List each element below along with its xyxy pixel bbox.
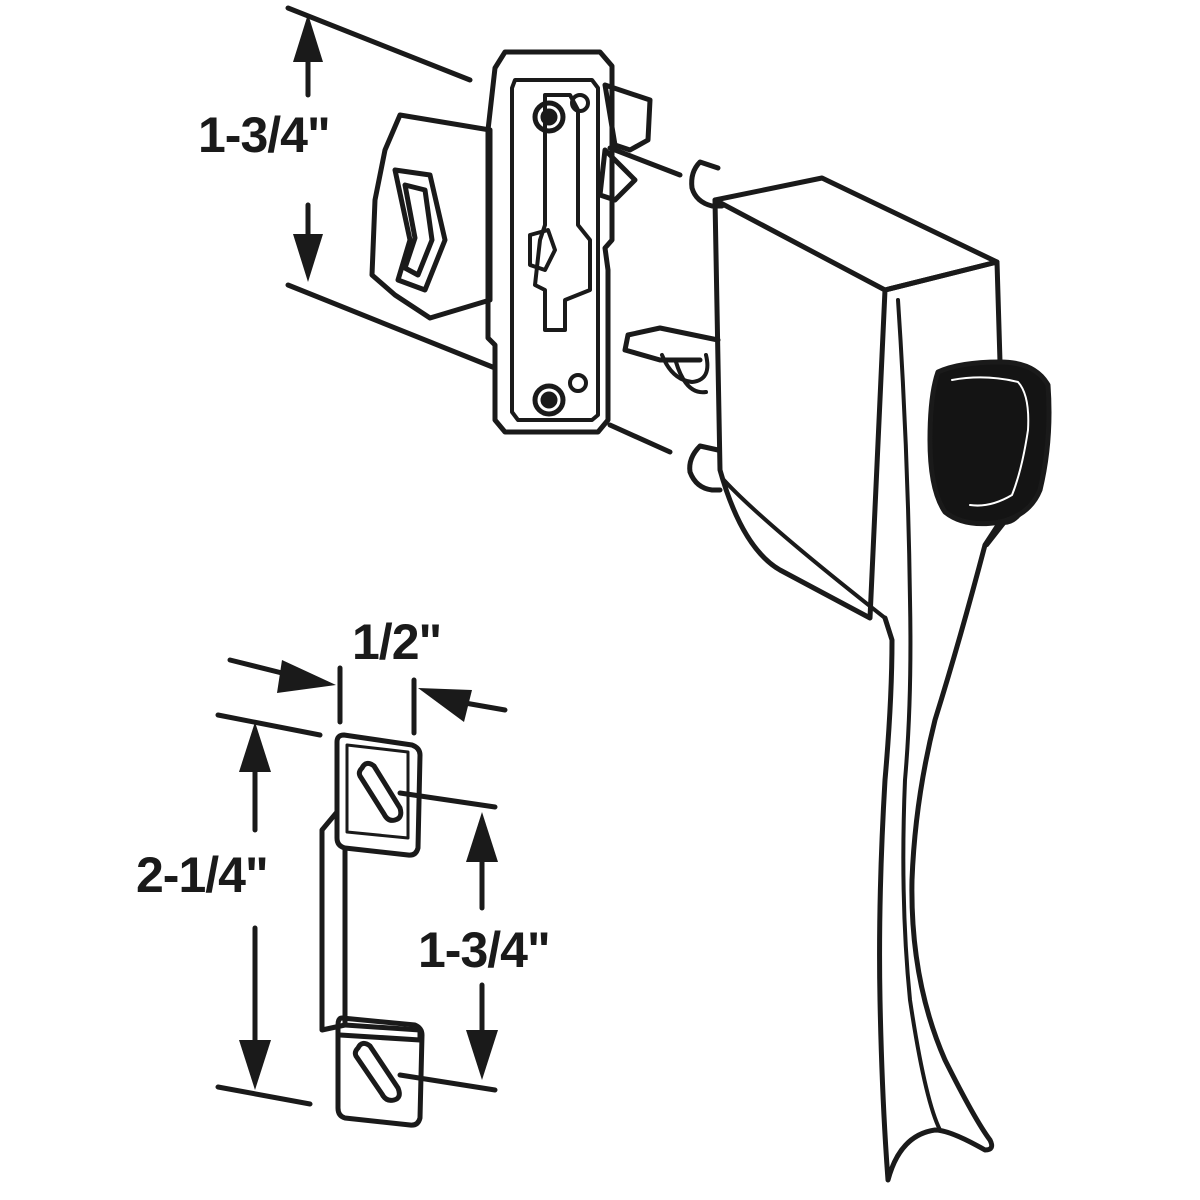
latch-height-label: 1-3/4": [198, 107, 331, 163]
handle-lever-contour: [896, 298, 942, 1132]
strike-mount-dimension: [397, 790, 498, 1093]
extension-line-bottom: [285, 282, 498, 371]
arrow-left-icon: [418, 688, 472, 722]
arrow-right-icon: [277, 660, 336, 693]
latch-cam-inner: [402, 182, 435, 278]
strike-top-tab: [334, 732, 423, 858]
strike-body: [319, 809, 348, 1033]
rivet-bottom-icon: [568, 373, 588, 393]
handle-side-groove: [720, 476, 887, 620]
arrow-down-icon: [466, 1030, 498, 1080]
extension-line-top: [285, 5, 473, 83]
overall-ext-top: [215, 712, 323, 738]
strike-overall-height-label: 2-1/4": [136, 847, 269, 903]
arrow-up-icon: [239, 722, 271, 772]
guide-line-upper: [607, 145, 683, 178]
latch-bolt-tip: [597, 147, 638, 203]
slot-bottom-icon: [352, 1040, 402, 1103]
strike-plate: [319, 732, 425, 1128]
strike-width-label: 1/2": [352, 614, 442, 670]
strike-body-edge: [337, 1022, 423, 1043]
screw-top-center: [540, 108, 558, 126]
screw-bottom-center: [540, 391, 558, 409]
pull-handle: [622, 159, 1052, 1183]
mount-ext-bottom: [397, 1072, 498, 1093]
spindle: [622, 325, 721, 363]
handle-side-face: [712, 197, 888, 621]
handle-lever: [877, 259, 1028, 1183]
spindle-spring: [660, 353, 710, 384]
stud-top: [689, 159, 725, 209]
width-leader-right: [462, 700, 508, 713]
arrow-up-icon: [466, 812, 498, 862]
latch-cam: [392, 167, 448, 293]
guide-line-lower: [607, 422, 673, 455]
latch-slider-notch: [528, 228, 557, 272]
screw-bottom-icon: [532, 383, 566, 417]
latch-plate-inner: [510, 78, 600, 422]
slot-top-icon: [356, 760, 404, 823]
screw-top-icon: [532, 100, 566, 134]
strike-width-dimension: [227, 657, 508, 736]
latch-body: [369, 49, 653, 435]
overall-ext-bottom: [215, 1084, 313, 1107]
strike-overall-dimension: [215, 712, 323, 1107]
push-button-icon: [927, 359, 1052, 527]
strike-top-tab-inner: [345, 743, 410, 840]
spindle-spring-2: [674, 360, 708, 395]
arrow-down-icon: [293, 234, 323, 282]
stud-bottom: [687, 443, 723, 493]
strike-bottom-tab: [335, 1015, 425, 1128]
push-button-highlight: [951, 376, 1030, 507]
mount-ext-top: [397, 790, 498, 810]
latch-slider: [533, 93, 592, 332]
latch-height-dimension: [285, 5, 498, 371]
arrow-up-icon: [293, 14, 323, 62]
rivet-top-icon: [570, 93, 590, 113]
width-leader-left: [227, 657, 293, 678]
strike-hole-spacing-label: 1-3/4": [418, 922, 551, 978]
arrow-down-icon: [239, 1040, 271, 1090]
latch-plate: [485, 49, 615, 435]
